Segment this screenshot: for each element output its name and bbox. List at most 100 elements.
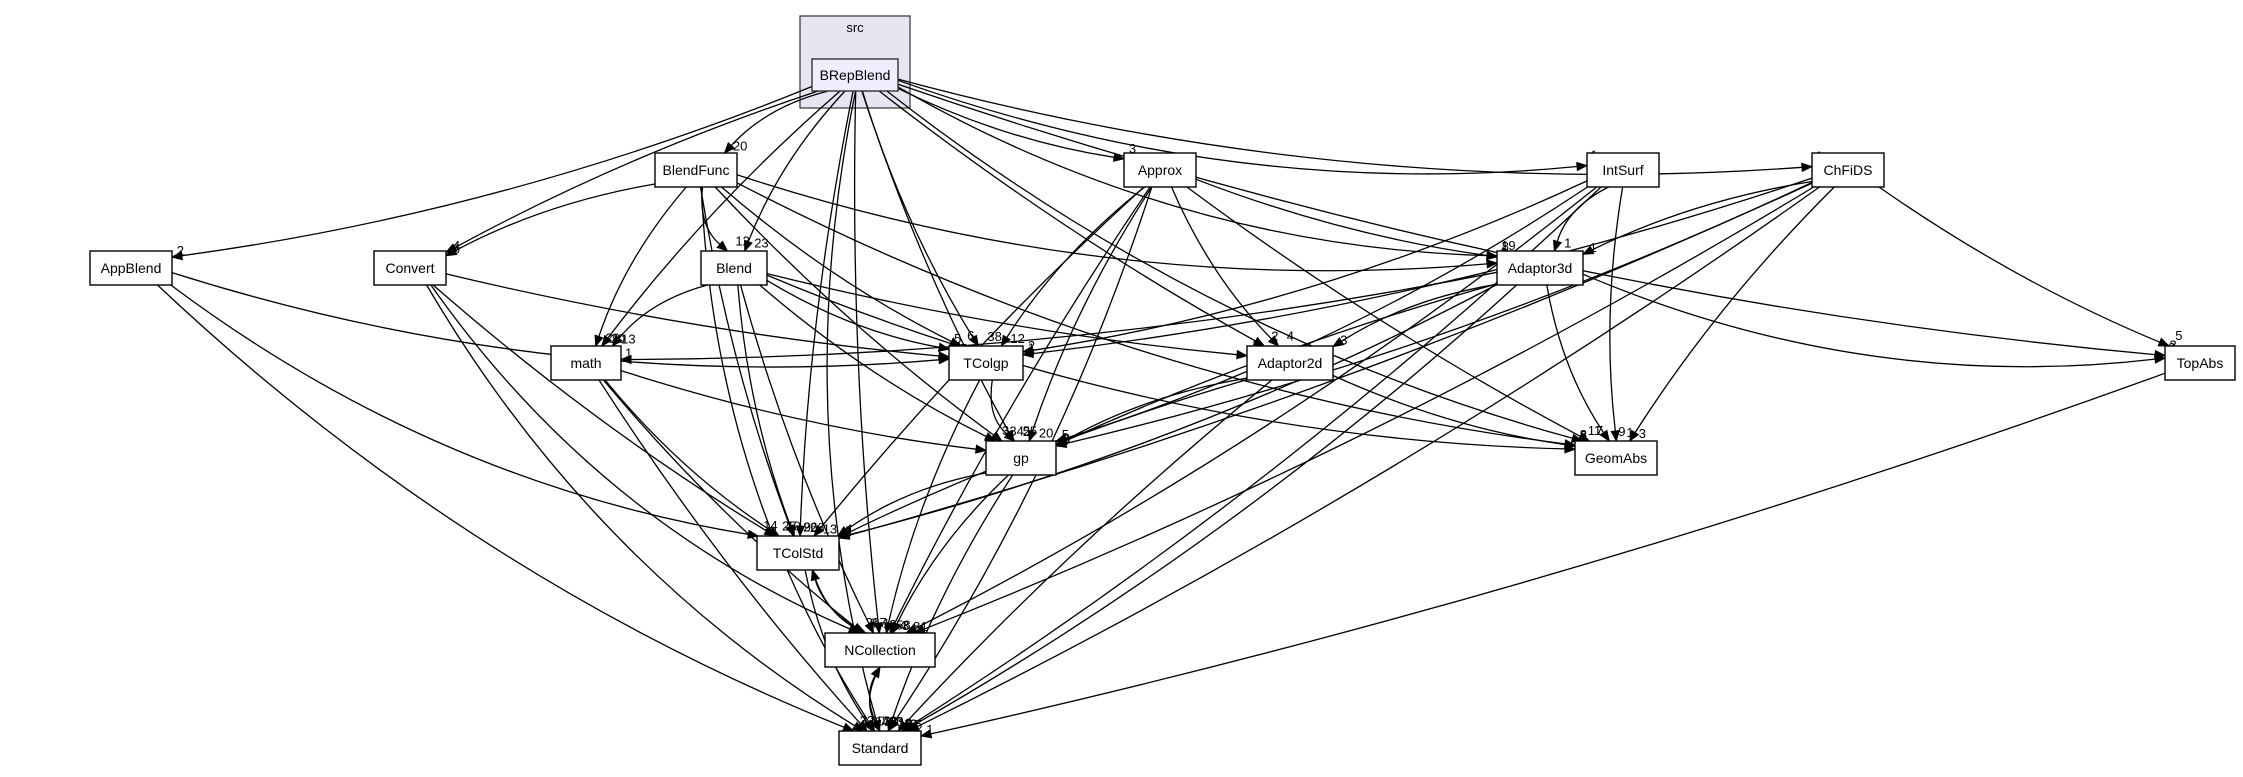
edge-count-label[interactable]: 5 [1062, 427, 1069, 442]
edge-count-label[interactable]: 1 [1590, 240, 1597, 255]
node-adaptor3d[interactable]: Adaptor3d [1496, 250, 1584, 286]
edge-count-label[interactable]: 8 [1063, 431, 1070, 446]
node-ch-fi-ds[interactable]: ChFiDS [1811, 152, 1885, 188]
node-box[interactable] [811, 58, 899, 92]
edge-count-label[interactable]: 20 [1039, 426, 1053, 441]
edge-count-label[interactable]: 23 [754, 236, 768, 251]
edge-count-label[interactable]: 5 [954, 331, 961, 346]
node-tcolgp[interactable]: TColgp [948, 345, 1024, 381]
edge-count-label[interactable]: 8 [1580, 428, 1587, 443]
node-geom-abs[interactable]: GeomAbs [1574, 440, 1658, 476]
node-box[interactable] [1811, 152, 1885, 188]
node-box[interactable] [756, 535, 840, 571]
node-box[interactable] [700, 250, 768, 286]
edge-count-label[interactable]: 43 [882, 714, 896, 729]
edge-count-label[interactable]: 38 [987, 329, 1001, 344]
edge-count-label[interactable]: 2 [177, 243, 184, 258]
edge-count-label[interactable]: 1 [846, 523, 853, 538]
edge-count-label[interactable]: 3 [1002, 423, 1009, 438]
node-box[interactable] [373, 250, 447, 286]
edge-count-label[interactable]: 2 [1028, 338, 1035, 353]
edge-count-label[interactable]: 1 [921, 619, 928, 634]
node-math[interactable]: math [550, 345, 622, 381]
edge-count-label[interactable]: 5 [915, 717, 922, 732]
edge-count-label[interactable]: 58 [896, 617, 910, 632]
edge-count-label[interactable]: 3 [910, 717, 917, 732]
node-convert[interactable]: Convert [373, 250, 447, 286]
edge-count-label[interactable]: 8 [913, 619, 920, 634]
edge-count-label[interactable]: 3 [1340, 332, 1347, 347]
node-brep-blend[interactable]: BRepBlend [811, 58, 899, 92]
node-int-surf[interactable]: IntSurf [1586, 152, 1660, 188]
edge-count-label[interactable]: 2 [1271, 328, 1278, 343]
node-box[interactable] [985, 440, 1057, 476]
edge-count-label[interactable]: 10 [898, 716, 912, 731]
edge-count-label[interactable]: 1 [845, 523, 852, 538]
node-tcol-std[interactable]: TColStd [756, 535, 840, 571]
edge-count-label[interactable]: 3 [1639, 426, 1646, 441]
node-app-blend[interactable]: AppBlend [89, 250, 173, 286]
edge-count-label[interactable]: 8 [870, 615, 877, 630]
edge-count-label[interactable]: 3 [991, 432, 998, 447]
edge-count-label[interactable]: 4 [453, 238, 460, 253]
node-box[interactable] [1574, 440, 1658, 476]
node-box[interactable] [948, 345, 1024, 381]
node-box[interactable] [89, 250, 173, 286]
edge-count-label[interactable]: 5 [2175, 328, 2182, 343]
node-box[interactable] [654, 152, 738, 188]
node-approx[interactable]: Approx [1123, 152, 1197, 188]
edge-count-label[interactable]: 26 [803, 519, 817, 534]
node-box[interactable] [2164, 345, 2236, 381]
edge-count-label[interactable]: 4 [845, 522, 852, 537]
edge-count-label[interactable]: 13 [621, 331, 635, 346]
edge-count-label[interactable]: 5 [453, 241, 460, 256]
edge-count-label[interactable]: 4 [899, 618, 906, 633]
edge-count-label[interactable]: 1 [926, 722, 933, 737]
edge-count-label[interactable]: 34 [1009, 423, 1023, 438]
edge-gp-to-standard: 10 [887, 474, 1014, 733]
node-box[interactable] [1123, 152, 1197, 188]
edge-count-label[interactable]: 10 [786, 518, 800, 533]
edge-count-label[interactable]: 12 [1010, 331, 1024, 346]
node-gp[interactable]: gp [985, 440, 1057, 476]
edge-count-label[interactable]: 11 [1588, 423, 1602, 438]
edge-count-label[interactable]: 55 [1023, 424, 1037, 439]
edge-count-label[interactable]: 8 [1502, 239, 1509, 254]
node-ncollection[interactable]: NCollection [824, 632, 936, 668]
edge-count-label[interactable]: 1 [1028, 341, 1035, 356]
edge-count-label[interactable]: 3 [1579, 431, 1586, 446]
edge-count-label[interactable]: 3 [1129, 141, 1136, 156]
node-box[interactable] [550, 345, 622, 381]
node-box[interactable] [1586, 152, 1660, 188]
edge-count-label[interactable]: 1 [907, 716, 914, 731]
node-adaptor2d[interactable]: Adaptor2d [1246, 345, 1334, 381]
edge-count-label[interactable]: 3 [902, 618, 909, 633]
node-box[interactable] [1496, 250, 1584, 286]
edge-count-label[interactable]: 20 [733, 138, 747, 153]
edge-count-label[interactable]: 1 [1564, 236, 1571, 251]
edge-count-label[interactable]: 1 [1252, 338, 1259, 353]
edge-count-label[interactable]: 3 [2170, 338, 2177, 353]
node-box[interactable] [838, 730, 922, 766]
edge-count-label[interactable]: 19 [1501, 238, 1515, 253]
edge-count-label[interactable]: 53 [889, 714, 903, 729]
edge-count-label[interactable]: 6 [967, 328, 974, 343]
node-box[interactable] [1246, 345, 1334, 381]
edge-count-label[interactable]: 1 [1626, 425, 1633, 440]
edge-count-label[interactable]: 6 [909, 717, 916, 732]
edge-count-label[interactable]: 7 [1596, 423, 1603, 438]
edge-count-label[interactable]: 12 [735, 234, 749, 249]
edge-count-label[interactable]: 2 [1023, 424, 1030, 439]
edge-count-label[interactable]: 1 [625, 346, 632, 361]
edge-count-label[interactable]: 67 [872, 615, 886, 630]
edge-count-label[interactable]: 9 [1618, 424, 1625, 439]
edge-line [917, 186, 1820, 728]
edge-count-label[interactable]: 4 [1287, 329, 1294, 344]
node-standard[interactable]: Standard [838, 730, 922, 766]
node-blend[interactable]: Blend [700, 250, 768, 286]
edge-count-label[interactable]: 1 [1061, 432, 1068, 447]
node-box[interactable] [824, 632, 936, 668]
edge-count-label[interactable]: 9 [804, 519, 811, 534]
node-top-abs[interactable]: TopAbs [2164, 345, 2236, 381]
node-blend-func[interactable]: BlendFunc [654, 152, 738, 188]
